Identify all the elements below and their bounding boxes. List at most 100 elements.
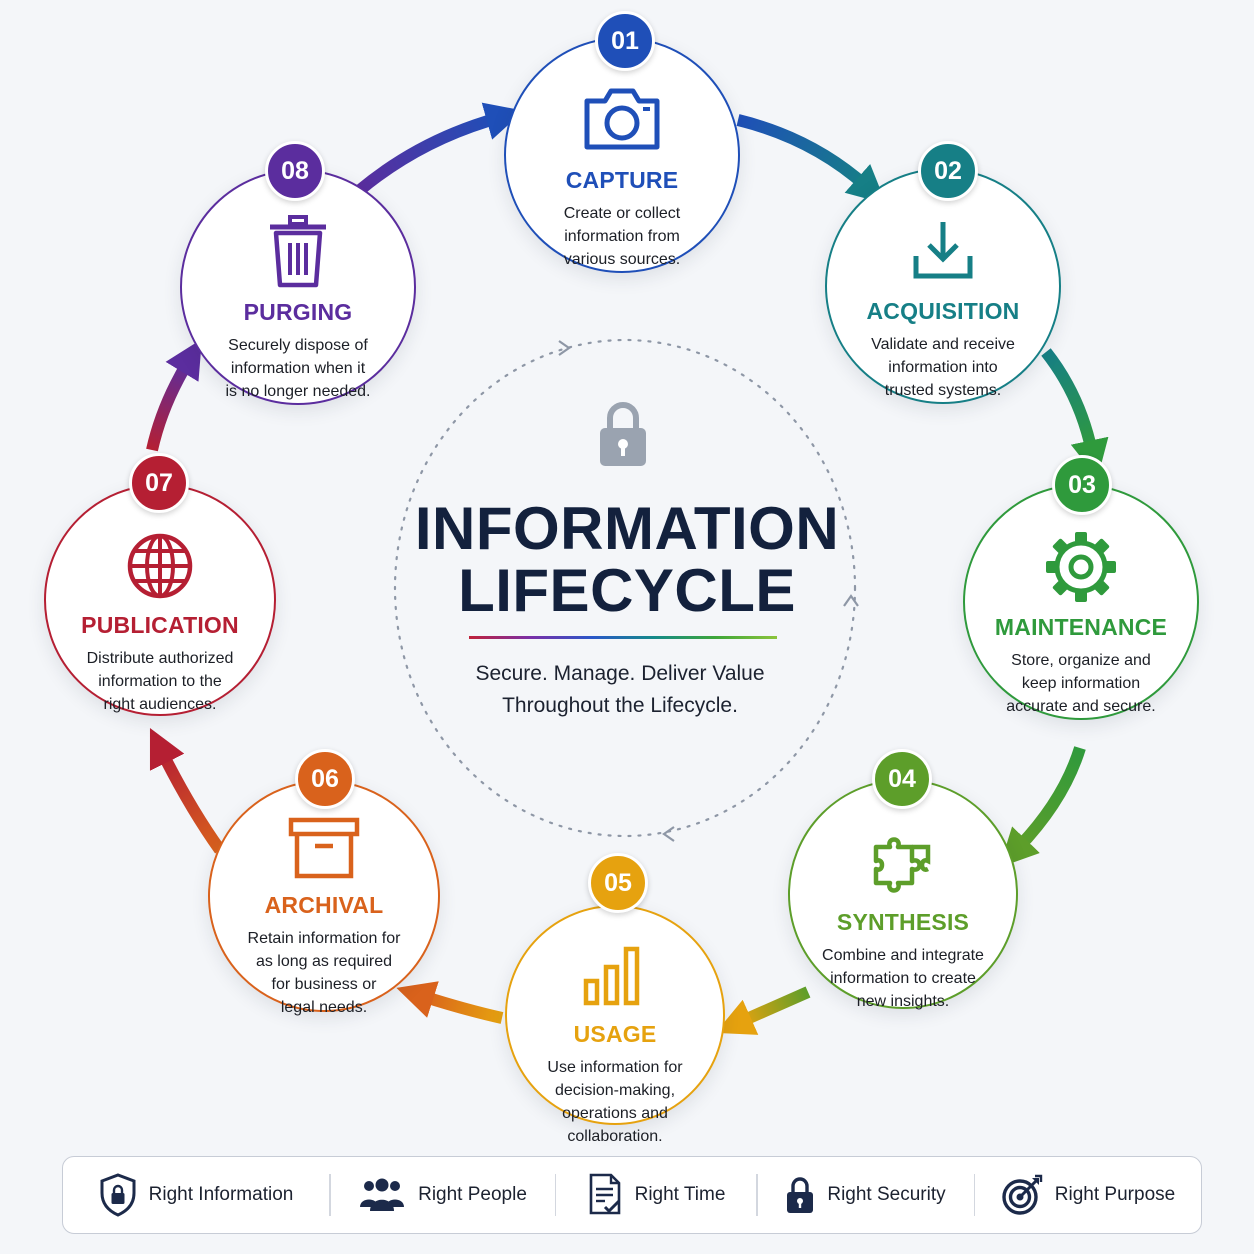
principle-label: Right Security bbox=[827, 1184, 946, 1205]
flow-arrow bbox=[356, 102, 524, 195]
flow-arrow bbox=[146, 338, 202, 452]
stage-title: MAINTENANCE bbox=[994, 614, 1168, 640]
stage-description-line: information when it bbox=[230, 360, 366, 377]
inner-cycle-ring bbox=[393, 338, 857, 838]
footer-divider bbox=[329, 1174, 331, 1216]
principle-right-information: Right Information bbox=[63, 1157, 329, 1233]
stage-number-badge: 04 bbox=[872, 749, 932, 809]
stage-description-line: Create or collect bbox=[563, 205, 681, 222]
stage-description-line: Validate and receive bbox=[871, 336, 1015, 353]
stage-description-line: information from bbox=[564, 228, 680, 245]
stage-description-line: Retain information for bbox=[247, 930, 401, 947]
flow-arrow bbox=[736, 114, 887, 204]
stage-title: SYNTHESIS bbox=[836, 909, 970, 935]
stage-description-line: Combine and integrate bbox=[822, 947, 984, 964]
padlock-icon bbox=[787, 1177, 814, 1213]
principle-right-purpose: Right Purpose bbox=[975, 1157, 1201, 1233]
bar-chart-icon bbox=[580, 941, 650, 1011]
stage-description-line: various sources. bbox=[563, 251, 681, 268]
globe-icon bbox=[124, 530, 196, 602]
principle-label: Right Information bbox=[148, 1184, 294, 1205]
principle-right-people: Right People bbox=[331, 1157, 555, 1233]
principle-label: Right People bbox=[418, 1184, 527, 1205]
stage-node-usage: USAGE Use information for decision-making,… bbox=[505, 905, 725, 1145]
stage-description-line: is no longer needed. bbox=[225, 383, 371, 400]
stage-description: Validate and receive information into trus… bbox=[856, 333, 1031, 402]
stage-description-line: new insights. bbox=[856, 993, 950, 1010]
stage-description-line: as long as required bbox=[255, 953, 393, 970]
title-gradient-rule bbox=[469, 636, 777, 639]
stage-title: ACQUISITION bbox=[866, 298, 1020, 324]
stage-description: Combine and integrate information to crea… bbox=[816, 944, 991, 1013]
stage-title: USAGE bbox=[573, 1021, 657, 1047]
target-icon bbox=[1002, 1174, 1042, 1215]
flow-arrow bbox=[999, 746, 1086, 868]
flow-arrow bbox=[1041, 348, 1109, 479]
stage-description-line: Securely dispose of bbox=[228, 337, 368, 354]
stage-title: CAPTURE bbox=[565, 167, 679, 193]
diagram-tagline: Secure. Manage. Deliver Value Throughout… bbox=[420, 658, 820, 722]
camera-icon bbox=[579, 83, 665, 157]
download-icon bbox=[908, 214, 978, 288]
footer-divider bbox=[554, 1174, 556, 1216]
stage-description-line: trusted systems. bbox=[884, 382, 1002, 399]
stage-title: ARCHIVAL bbox=[264, 892, 384, 918]
stage-node-archival: ARCHIVAL Retain information for as long as… bbox=[208, 780, 440, 1016]
archive-box-icon bbox=[287, 816, 361, 882]
stage-node-synthesis: SYNTHESIS Combine and integrate informatio… bbox=[788, 779, 1018, 1010]
stage-description-line: decision-making, bbox=[554, 1082, 676, 1099]
stage-number-badge: 06 bbox=[295, 749, 355, 809]
people-icon bbox=[360, 1178, 405, 1211]
gear-icon bbox=[1044, 530, 1118, 604]
stage-number-badge: 03 bbox=[1052, 455, 1112, 515]
inner-ring-arrowhead bbox=[662, 826, 675, 842]
stage-description: Distribute authorized information to the r… bbox=[73, 647, 248, 716]
stage-number-badge: 02 bbox=[918, 141, 978, 201]
stage-description-line: accurate and secure. bbox=[1006, 698, 1156, 715]
stage-description-line: information to the bbox=[98, 673, 222, 690]
stage-node-capture: CAPTURE Create or collect information from… bbox=[504, 37, 740, 273]
stage-node-acquisition: ACQUISITION Validate and receive informati… bbox=[825, 168, 1061, 404]
stage-description: Retain information for as long as require… bbox=[237, 927, 412, 1019]
stage-description-line: collaboration. bbox=[567, 1128, 663, 1145]
stage-description-line: Store, organize and bbox=[1011, 652, 1151, 669]
stage-description-line: keep information bbox=[1021, 675, 1141, 692]
diagram-title-line: LIFECYCLE bbox=[458, 557, 796, 624]
stage-description-line: right audiences. bbox=[103, 696, 217, 713]
principle-label: Right Time bbox=[634, 1184, 726, 1205]
principle-right-time: Right Time bbox=[556, 1157, 756, 1233]
stage-title: PURGING bbox=[243, 299, 353, 325]
footer-divider bbox=[756, 1174, 758, 1216]
principle-label: Right Purpose bbox=[1054, 1184, 1176, 1205]
stage-number-badge: 08 bbox=[265, 141, 325, 201]
stage-description-line: information to create bbox=[830, 970, 976, 987]
stage-node-purging: PURGING Securely dispose of information wh… bbox=[180, 169, 416, 405]
principles-bar: Right Information Right People bbox=[62, 1156, 1202, 1234]
stage-number-badge: 07 bbox=[129, 453, 189, 513]
flow-arrow bbox=[715, 986, 811, 1035]
puzzle-icon bbox=[866, 825, 940, 899]
principle-right-security: Right Security bbox=[758, 1157, 974, 1233]
stage-description-line: Use information for bbox=[547, 1059, 683, 1076]
tagline-line: Secure. Manage. Deliver Value bbox=[475, 662, 765, 685]
stage-description: Securely dispose of information when it is… bbox=[211, 334, 386, 403]
inner-ring-arrowhead bbox=[843, 594, 859, 607]
stage-description: Create or collect information from various… bbox=[535, 202, 710, 271]
diagram-title-line: INFORMATION bbox=[414, 495, 840, 562]
flow-arrow bbox=[149, 727, 225, 854]
stage-number-badge: 05 bbox=[588, 853, 648, 913]
stage-description-line: legal needs. bbox=[280, 999, 368, 1016]
inner-ring-arrowhead bbox=[558, 340, 571, 356]
stage-description-line: Distribute authorized bbox=[86, 650, 234, 667]
stage-title: PUBLICATION bbox=[81, 612, 239, 638]
stage-number-badge: 01 bbox=[595, 11, 655, 71]
stage-description-line: information into bbox=[888, 359, 998, 376]
shield-lock-icon bbox=[100, 1173, 136, 1217]
stage-node-maintenance: MAINTENANCE Store, organize and keep infor… bbox=[963, 484, 1199, 720]
trash-icon bbox=[266, 215, 330, 289]
footer-divider bbox=[973, 1174, 975, 1216]
flow-arrow bbox=[396, 981, 504, 1024]
